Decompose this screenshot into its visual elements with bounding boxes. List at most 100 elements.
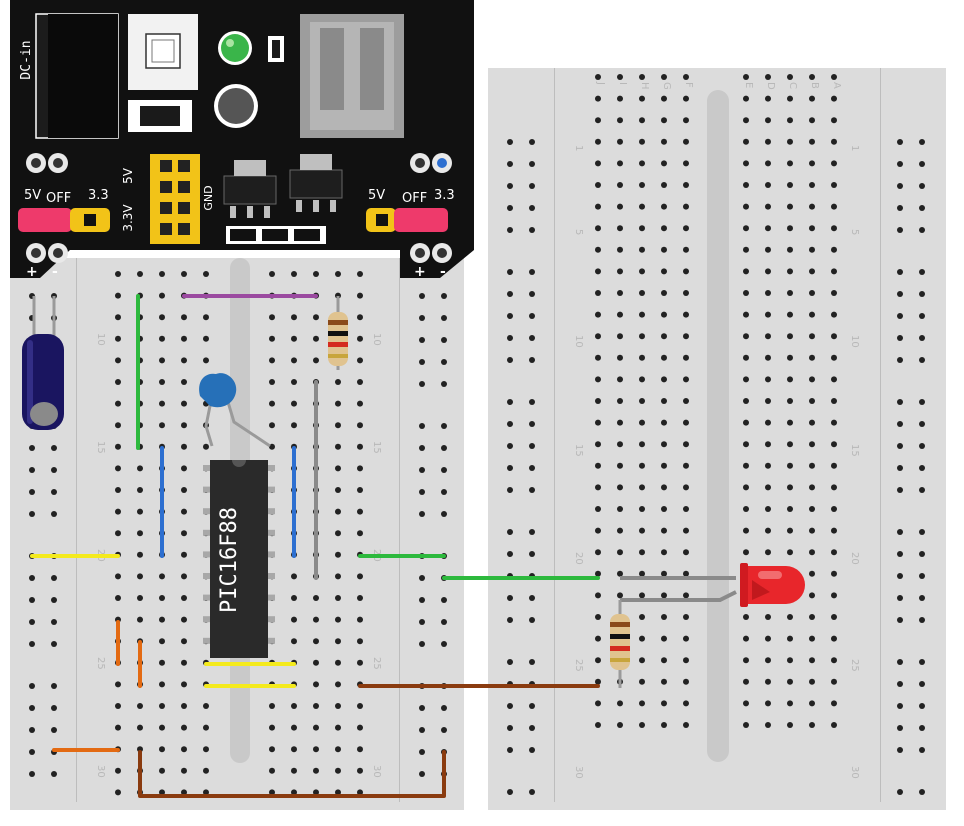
left-rail-hole [51,575,57,581]
right-terminal-hole [809,441,815,448]
header-pin[interactable] [178,202,190,214]
left-rail-hole [29,575,35,581]
ic-pin-left [203,508,211,515]
header-pin[interactable] [160,202,172,214]
right-terminal-hole [639,700,645,707]
header-pin[interactable] [160,223,172,235]
voltage-header[interactable] [150,154,200,244]
right-terminal-hole [683,95,689,102]
left-terminal-hole [357,487,363,493]
right-rail-hole [919,659,925,665]
right-terminal-hole [809,462,815,469]
smd-component-2 [262,229,288,241]
right-terminal-hole [831,246,837,253]
left-terminal-hole [115,465,121,472]
right-terminal-hole [831,570,837,577]
right-terminal-hole [831,376,837,383]
right-terminal-hole [595,614,601,620]
wires [30,294,600,798]
right-rail-hole [919,529,925,535]
right-terminal-hole [809,700,815,707]
right-rail-hole [897,313,903,319]
right-terminal-hole [765,290,771,296]
right-terminal-hole [617,722,623,728]
right-rail-hole [529,595,535,601]
right-rail-hole [507,617,513,623]
left-rail-hole [419,705,425,711]
right-terminal-hole [787,484,793,491]
right-terminal-hole [787,614,793,620]
right-rail-hole [529,421,535,427]
left-terminal-hole [115,335,121,342]
right-terminal-hole [743,441,749,448]
left-terminal-hole [115,379,121,385]
right-terminal-hole [683,117,689,124]
left-terminal-hole [115,357,121,364]
right-terminal-hole [595,549,601,556]
left-bottom-pin-2-hole [53,248,63,258]
potentiometer[interactable] [218,88,254,124]
right-terminal-hole [809,117,815,124]
right-terminal-hole [831,527,837,534]
right-terminal-hole [743,376,749,383]
left-voltage-switch[interactable] [18,208,72,232]
left-rail-hole [441,381,447,387]
left-terminal-hole [181,400,187,407]
left-terminal-hole [181,724,187,731]
header-pin[interactable] [160,181,172,193]
power-button[interactable] [145,33,181,69]
ic-body [210,460,268,658]
right-terminal-hole [639,398,645,404]
left-rail-hole [51,705,57,711]
left-terminal-hole [291,638,297,645]
left-terminal-hole [357,400,363,407]
right-terminal-hole [787,246,793,253]
ic-chip: PIC16F88 [203,460,275,658]
left-terminal-hole [181,616,187,623]
right-terminal-hole [787,462,793,469]
header-pin[interactable] [178,223,190,235]
left-terminal-hole [115,573,121,580]
left-terminal-hole [269,746,275,753]
left-rail-hole [419,749,425,755]
left-terminal-hole [115,292,121,299]
right-terminal-hole [831,160,837,167]
left-rail-hole [441,511,447,517]
header-pin[interactable] [160,160,172,172]
right-terminal-hole [765,246,771,253]
right-rail-hole [897,595,903,601]
left-plus-label: + [26,264,38,280]
left-terminal-hole [181,271,187,277]
right-plus-label: + [414,264,426,280]
left-terminal-hole [203,357,209,364]
right-row-label-30-right: 30 [849,766,860,779]
right-voltage-switch[interactable] [394,208,448,232]
left-terminal-hole [181,335,187,342]
left-terminal-hole [313,616,319,623]
left-terminal-hole [269,703,275,709]
left-terminal-hole [313,746,319,753]
left-terminal-hole [335,659,341,666]
right-terminal-hole [639,722,645,728]
right-terminal-hole [743,203,749,210]
header-pin[interactable] [178,181,190,193]
left-terminal-hole [203,314,209,321]
right-terminal-hole [617,484,623,491]
right-rail-hole [507,269,513,275]
right-terminal-hole [765,203,771,210]
header-pin[interactable] [178,160,190,172]
right-rail-hole [507,789,513,795]
right-terminal-hole [743,225,749,232]
right-terminal-hole [765,74,771,80]
right-terminal-hole [809,506,815,512]
right-rail-hole [919,465,925,471]
right-terminal-hole [831,203,837,210]
capacitor-top [30,402,58,426]
left-terminal-hole [159,400,165,407]
right-terminal-hole [743,333,749,340]
right-terminal-hole [617,117,623,124]
regulator-right [289,169,343,199]
right-terminal-hole [617,549,623,556]
fuse-body [140,106,180,126]
right-terminal-hole [743,635,749,642]
